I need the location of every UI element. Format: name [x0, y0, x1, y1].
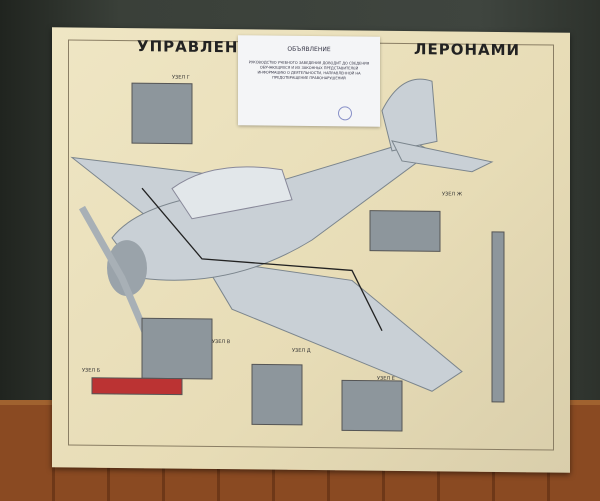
aircraft-diagram — [70, 78, 505, 432]
node-label: УЗЕЛ Б — [82, 367, 101, 374]
node-label: УЗЕЛ В — [212, 338, 231, 346]
propeller-hub — [107, 240, 147, 297]
notice-body: РУКОВОДСТВО УЧЕБНОГО ЗАВЕДЕНИЯ ДОВОДИТ Д… — [248, 60, 370, 81]
node-label: УЗЕЛ Е — [377, 375, 395, 382]
node-d-part — [251, 363, 303, 426]
right-wing — [201, 258, 463, 392]
node-label: УЗЕЛ Д — [292, 347, 311, 354]
aileron-control-poster: УПРАВЛЕНИЕ Р ЛЕРОНАМИ УЗЕЛ Г УЗЕЛ Ж УЗЕЛ… — [52, 27, 570, 473]
node-zh-part — [369, 210, 441, 252]
stamp — [338, 106, 352, 121]
node-label: УЗЕЛ Ж — [442, 191, 463, 198]
control-rods — [141, 187, 383, 332]
node-v-part — [141, 317, 213, 380]
node-b-cylinder — [91, 377, 183, 396]
stabilizer — [391, 140, 494, 173]
tail-fin — [381, 78, 438, 152]
node-label: УЗЕЛ Г — [172, 74, 190, 81]
control-stick — [491, 231, 505, 403]
canopy — [171, 166, 293, 220]
node-e-part — [341, 379, 403, 432]
notice-heading: ОБЪЯВЛЕНИЕ — [287, 45, 331, 54]
node-g-part — [131, 82, 193, 145]
fuselage — [111, 140, 433, 281]
notice-sheet: ОБЪЯВЛЕНИЕ РУКОВОДСТВО УЧЕБНОГО ЗАВЕДЕНИ… — [238, 35, 380, 127]
